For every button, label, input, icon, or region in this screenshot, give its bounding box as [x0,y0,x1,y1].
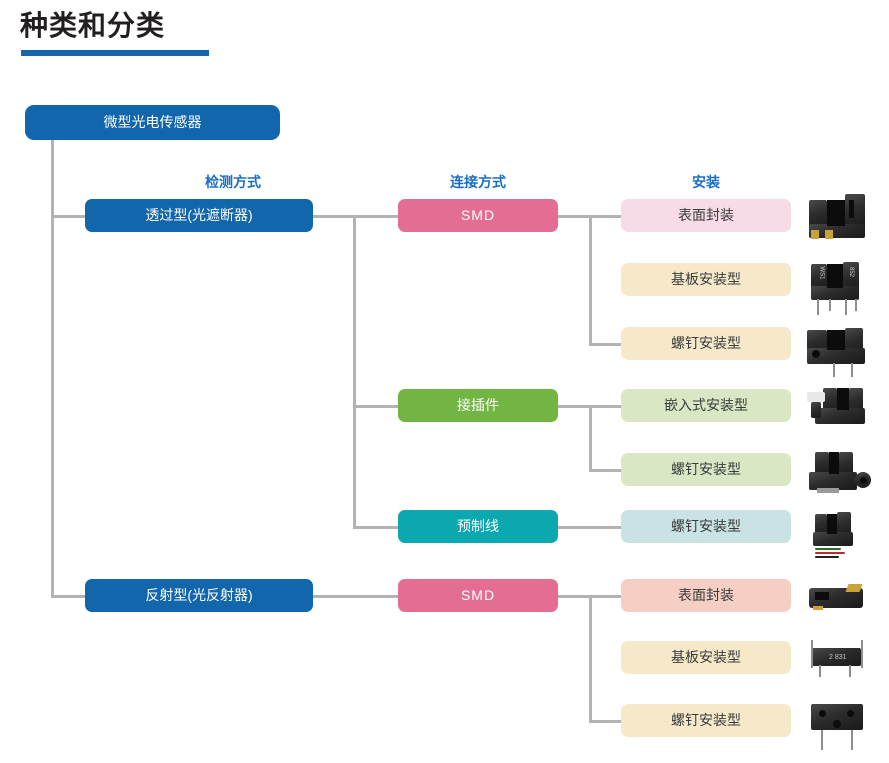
connector-transmissive-to-cable [353,526,399,529]
column-header-connection: 连接方式 [450,174,506,190]
node-mounting-pcb-2[interactable]: 基板安装型 [621,641,791,674]
node-label: 基板安装型 [671,648,741,665]
node-label: 表面封装 [678,586,734,603]
node-detection-reflective[interactable]: 反射型(光反射器) [85,579,313,612]
connector-transmissive-to-connector [353,405,399,408]
photo-connector-screw-mount [805,448,877,510]
node-label: 螺钉安装型 [671,711,741,728]
column-header-mounting: 安装 [692,174,720,190]
photo-transmissive-pcb-mount: WS1 852 [805,258,877,320]
connector-smd-top-to-screw [589,343,623,346]
connector-transmissive-out [313,215,399,218]
node-connection-connector[interactable]: 接插件 [398,389,558,422]
node-detection-transmissive[interactable]: 透过型(光遮断器) [85,199,313,232]
photo-transmissive-screw-mount [805,320,877,382]
photo-reflective-screw-mount [805,698,877,760]
photo-reflective-surface-mount [805,572,877,634]
node-root-miniature-photoelectric-sensor[interactable]: 微型光电传感器 [25,105,280,140]
node-label: 反射型(光反射器) [145,586,253,603]
node-connection-cable[interactable]: 预制线 [398,510,558,543]
node-connection-smd-transmissive[interactable]: SMD [398,199,558,232]
connector-cable-to-screw [558,526,623,529]
page-title: 种类和分类 [20,10,166,41]
node-mounting-embedded-1[interactable]: 嵌入式安装型 [621,389,791,422]
connector-connector-trunk [589,405,592,470]
node-label: 透过型(光遮断器) [145,206,253,223]
connector-transmissive-trunk [353,215,356,528]
connector-root-to-reflective [51,595,88,598]
node-label: 螺钉安装型 [671,334,741,351]
column-header-detection: 检测方式 [205,174,261,190]
connector-reflective-out [313,595,399,598]
node-label: 表面封装 [678,206,734,223]
title-underline-rule [21,50,209,56]
connector-smd-bottom-trunk [589,595,592,723]
node-connection-smd-reflective[interactable]: SMD [398,579,558,612]
node-mounting-pcb-1[interactable]: 基板安装型 [621,263,791,296]
connector-connector-to-screw [589,469,623,472]
node-label: 嵌入式安装型 [664,396,748,413]
node-mounting-screw-4[interactable]: 螺钉安装型 [621,704,791,737]
node-label: 螺钉安装型 [671,460,741,477]
connector-root-trunk [51,140,54,598]
connector-smd-bottom-to-screw [589,720,623,723]
connector-smd-top-trunk [589,215,592,344]
node-label: 预制线 [457,517,499,534]
node-label: 微型光电传感器 [103,113,202,130]
node-label: SMD [460,586,496,603]
connector-root-to-transmissive [51,215,88,218]
node-mounting-screw-1[interactable]: 螺钉安装型 [621,327,791,360]
node-label: 螺钉安装型 [671,517,741,534]
photo-connector-embedded-mount [805,382,877,444]
photo-cable-screw-mount [805,508,877,570]
node-mounting-surface-package-1[interactable]: 表面封装 [621,199,791,232]
photo-reflective-pcb-mount: 2 831 [805,636,877,698]
node-label: 基板安装型 [671,270,741,287]
node-label: 接插件 [457,396,499,413]
node-mounting-screw-2[interactable]: 螺钉安装型 [621,453,791,486]
photo-transmissive-surface-mount [805,190,877,252]
node-mounting-surface-package-2[interactable]: 表面封装 [621,579,791,612]
node-mounting-screw-3[interactable]: 螺钉安装型 [621,510,791,543]
node-label: SMD [460,206,496,223]
